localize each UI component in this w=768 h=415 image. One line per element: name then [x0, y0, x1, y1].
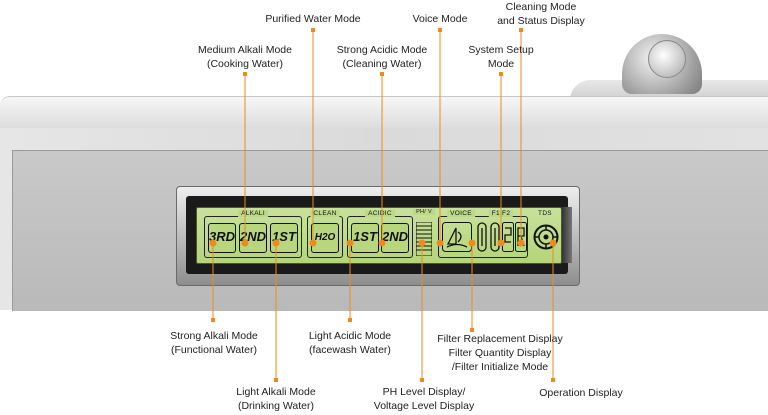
dot: [309, 239, 317, 247]
segment-light-acidic: 1ST: [351, 223, 379, 253]
marker: [470, 328, 474, 332]
segment-light-alkali: 1ST: [270, 223, 298, 253]
faucet-knob-cap: [648, 40, 686, 78]
dot: [272, 239, 280, 247]
dot: [378, 239, 386, 247]
segment-label: 1ST: [353, 229, 377, 244]
voice-icon: [442, 222, 472, 252]
voice-group-label: VOICE: [447, 210, 475, 217]
label-voice: Voice Mode: [396, 12, 484, 26]
marker: [311, 28, 315, 32]
marker: [499, 72, 503, 76]
clean-group: CLEAN H2O: [307, 210, 343, 258]
filter-1-icon: [477, 222, 487, 252]
acidic-group-label: ACIDIC: [365, 210, 395, 217]
label-text: /Filter Initialize Mode: [451, 361, 549, 373]
ph-group-label: PH/ V: [413, 209, 435, 215]
label-text: Voice Mode: [412, 13, 468, 25]
operation-icon: [533, 224, 559, 250]
marker: [274, 378, 278, 382]
marker: [380, 72, 384, 76]
marker: [519, 28, 523, 32]
label-text: Filter Quantity Display: [448, 347, 552, 359]
clean-group-label: CLEAN: [310, 210, 340, 217]
label-text: Light Alkali Mode: [236, 386, 316, 398]
marker: [438, 28, 442, 32]
segment-label: 2ND: [382, 229, 409, 244]
dot: [468, 239, 476, 247]
tds-label: TDS: [538, 210, 552, 217]
label-cleaning-status: Cleaning Mode and Status Display: [478, 0, 604, 28]
label-text: Strong Alkali Mode: [170, 330, 258, 342]
label-text: (facewash Water): [309, 344, 391, 356]
dot: [497, 239, 505, 247]
marker: [420, 378, 424, 382]
dot: [549, 239, 557, 247]
label-text: Filter Replacement Display: [437, 333, 563, 345]
label-filter: Filter Replacement Display Filter Quanti…: [430, 332, 570, 374]
marker: [211, 318, 215, 322]
label-operation: Operation Display: [530, 386, 632, 400]
label-text: (Cooking Water): [206, 58, 284, 70]
label-light-acidic: Light Acidic Mode (facewash Water): [292, 329, 408, 357]
segment-label: H2O: [314, 232, 336, 243]
label-text: (Cleaning Water): [342, 58, 422, 70]
label-text: Operation Display: [539, 387, 623, 399]
label-text: PH Level Display/: [382, 386, 466, 398]
system-setup-icon: [502, 222, 514, 252]
label-text: Cleaning Mode: [505, 1, 577, 13]
label-medium-alkali: Medium Alkali Mode (Cooking Water): [186, 43, 304, 71]
dot: [517, 239, 525, 247]
dot: [241, 239, 249, 247]
segment-strong-alkali: 3RD: [208, 223, 236, 253]
label-purified: Purified Water Mode: [250, 12, 376, 26]
label-system-setup: System Setup Mode: [456, 43, 546, 71]
label-text: Purified Water Mode: [265, 13, 361, 25]
marker: [348, 318, 352, 322]
side-control: [562, 207, 572, 263]
label-strong-alkali: Strong Alkali Mode (Functional Water): [154, 329, 274, 357]
segment-label: 3RD: [209, 229, 236, 244]
label-text: Medium Alkali Mode: [198, 44, 292, 56]
dot: [346, 239, 354, 247]
label-text: Strong Acidic Mode: [336, 44, 428, 56]
label-strong-acidic: Strong Acidic Mode (Cleaning Water): [322, 43, 442, 71]
label-text: Mode: [487, 58, 515, 70]
label-text: Voltage Level Display: [373, 400, 475, 412]
alkali-group-label: ALKALI: [238, 210, 268, 217]
label-text: System Setup: [468, 44, 534, 56]
label-text: and Status Display: [497, 15, 585, 27]
label-text: (Drinking Water): [237, 400, 315, 412]
label-text: Light Acidic Mode: [308, 330, 392, 342]
dot: [436, 239, 444, 247]
filter-2-icon: [490, 222, 500, 252]
label-text: (Functional Water): [171, 344, 257, 356]
marker: [243, 72, 247, 76]
label-ph-level: PH Level Display/ Voltage Level Display: [362, 385, 486, 413]
label-light-alkali: Light Alkali Mode (Drinking Water): [218, 385, 334, 413]
dot: [209, 239, 217, 247]
segment-purified: H2O: [311, 223, 339, 253]
dot: [418, 239, 426, 247]
marker: [551, 378, 555, 382]
